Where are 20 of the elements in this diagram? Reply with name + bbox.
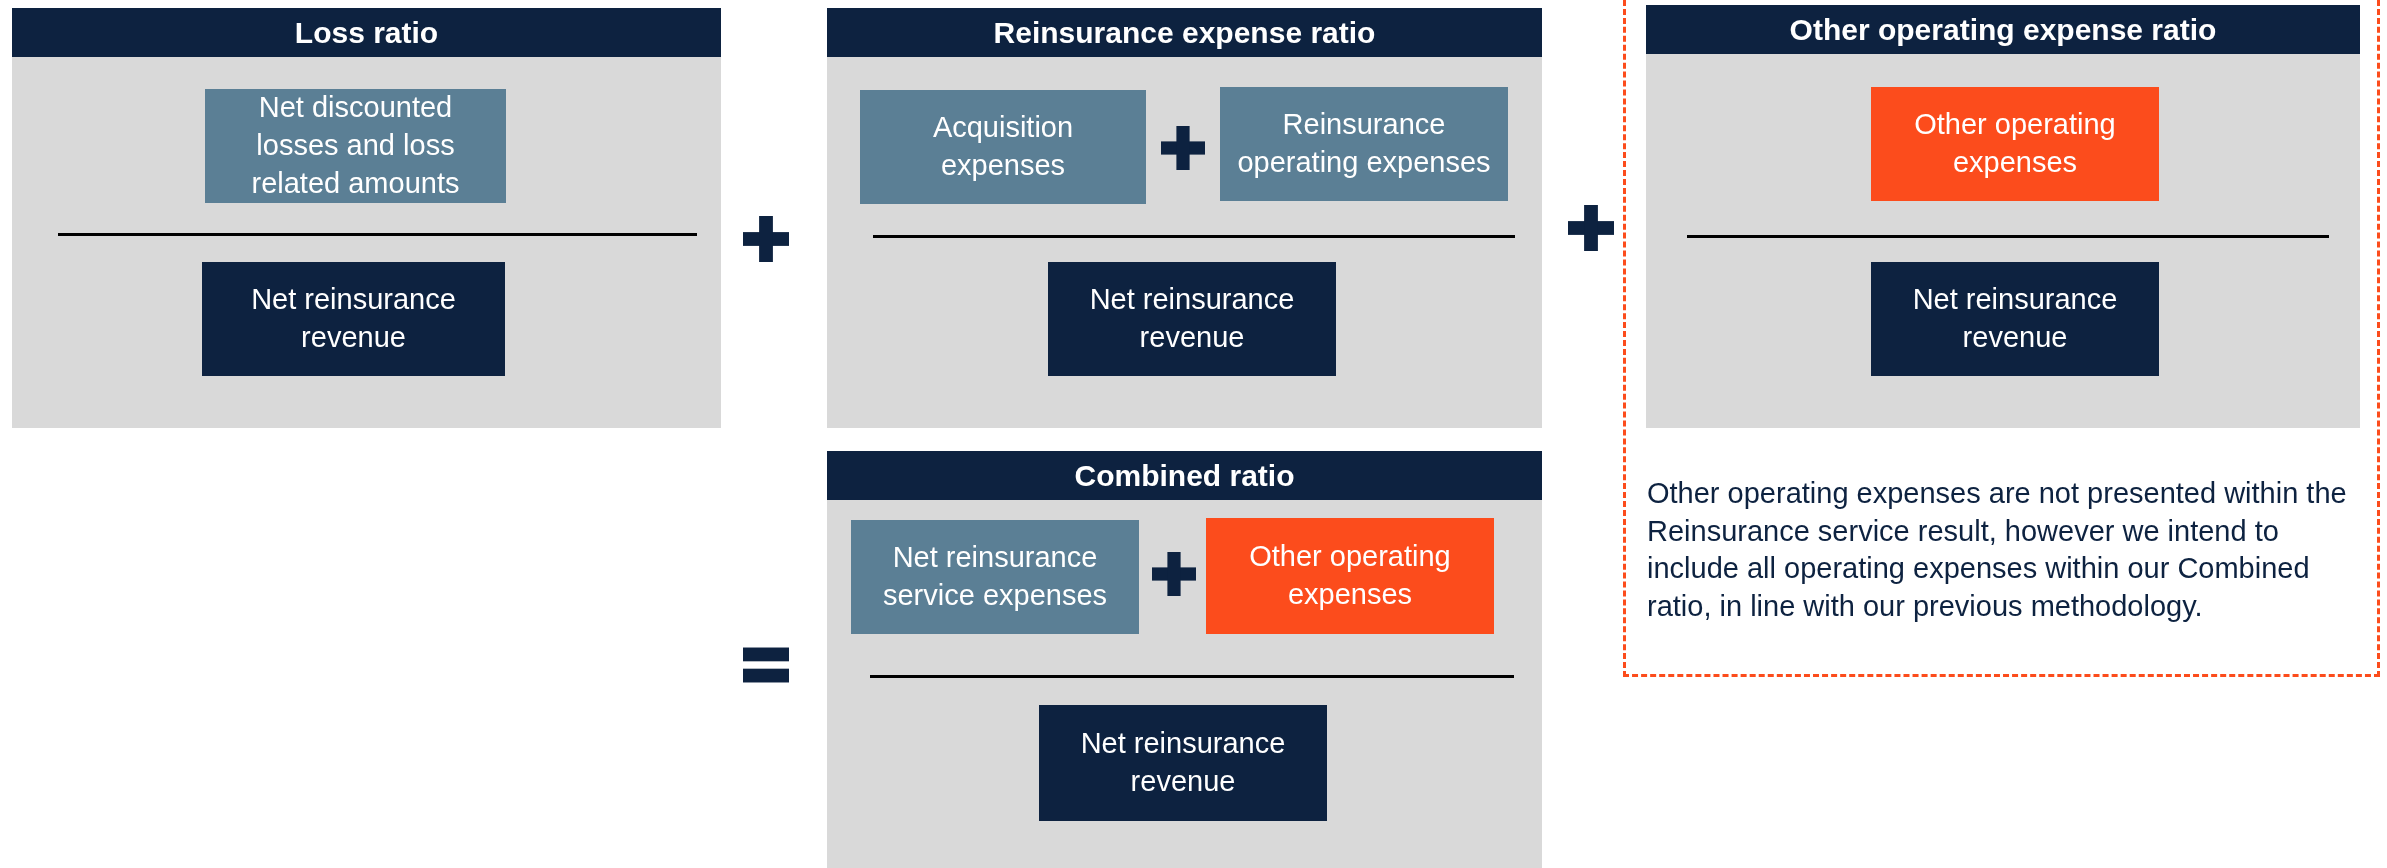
- formula-panel: [827, 451, 1542, 868]
- panel-header: Reinsurance expense ratio: [827, 8, 1542, 57]
- formula-panel: [1646, 5, 2360, 428]
- numerator-box: Acquisition expenses: [860, 90, 1146, 204]
- denominator-box: Net reinsurance revenue: [1039, 705, 1327, 821]
- panel-header: Combined ratio: [827, 451, 1542, 500]
- panel-header: Loss ratio: [12, 8, 721, 57]
- denominator-box: Net reinsurance revenue: [202, 262, 505, 376]
- note-text: Other operating expenses are not presented within the Reinsurance service result, however we intend to include all operating expenses within our Combined ratio, in line with our previous methodology.: [1647, 476, 2348, 625]
- numerator-box: Reinsurance operating expenses: [1220, 87, 1508, 201]
- formula-panel: [12, 8, 721, 428]
- numerator-box: Other operating expenses: [1871, 87, 2159, 201]
- formula-panel: [827, 8, 1542, 428]
- dashed-frame: [1623, 0, 2380, 677]
- numerator-box: Other operating expenses: [1206, 518, 1494, 634]
- denominator-box: Net reinsurance revenue: [1871, 262, 2159, 376]
- denominator-box: Net reinsurance revenue: [1048, 262, 1336, 376]
- numerator-box: Net discounted losses and loss related amounts: [205, 89, 506, 203]
- numerator-box: Net reinsurance service expenses: [851, 520, 1139, 634]
- panel-header: Other operating expense ratio: [1646, 5, 2360, 54]
